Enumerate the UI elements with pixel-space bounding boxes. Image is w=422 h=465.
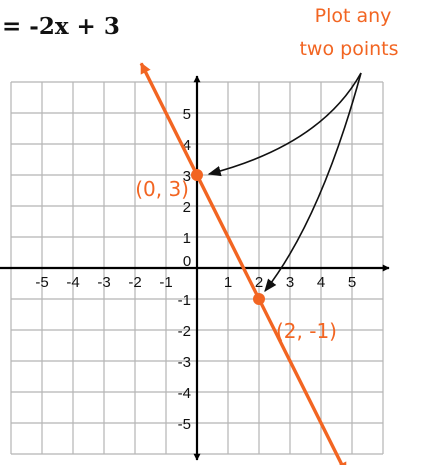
x-tick-label: 4 <box>317 274 325 291</box>
y-tick-label: 1 <box>183 230 191 247</box>
x-tick-label: -3 <box>97 274 110 291</box>
x-tick-label: 2 <box>255 274 263 291</box>
x-tick-label: 0 <box>183 253 191 270</box>
x-tick-label: -1 <box>159 274 172 291</box>
y-tick-label: 5 <box>183 106 191 123</box>
line-y-equals-neg2x-plus-3 <box>139 62 347 465</box>
y-tick-label: -4 <box>178 385 191 402</box>
x-tick-label: 3 <box>286 274 294 291</box>
equation-title: = -2x + 3 <box>2 13 120 40</box>
x-tick-label: -2 <box>128 274 141 291</box>
y-tick-label: -1 <box>178 292 191 309</box>
point-marker <box>253 293 265 305</box>
annotation-line-2: two points <box>299 38 398 60</box>
plotted-line <box>139 62 347 465</box>
annotation-line-1: Plot any <box>315 5 392 27</box>
point-label: (0, 3) <box>135 177 189 201</box>
axes <box>0 75 390 461</box>
callout-arrow-to-point-1 <box>207 72 362 177</box>
point-label: (2, -1) <box>276 319 337 343</box>
callout-arrows <box>207 72 362 293</box>
x-tick-label: 1 <box>224 274 232 291</box>
y-tick-label: -3 <box>178 354 191 371</box>
y-tick-label: -5 <box>178 416 191 433</box>
x-tick-label: -5 <box>35 274 48 291</box>
callout-arrow-to-point-2 <box>264 72 362 293</box>
x-tick-label: -4 <box>66 274 79 291</box>
y-tick-label: -2 <box>178 323 191 340</box>
x-tick-label: 5 <box>348 274 356 291</box>
y-tick-label: 2 <box>183 199 191 216</box>
point-marker <box>191 169 203 181</box>
plotted-points: (0, 3) (2, -1) <box>135 169 337 343</box>
